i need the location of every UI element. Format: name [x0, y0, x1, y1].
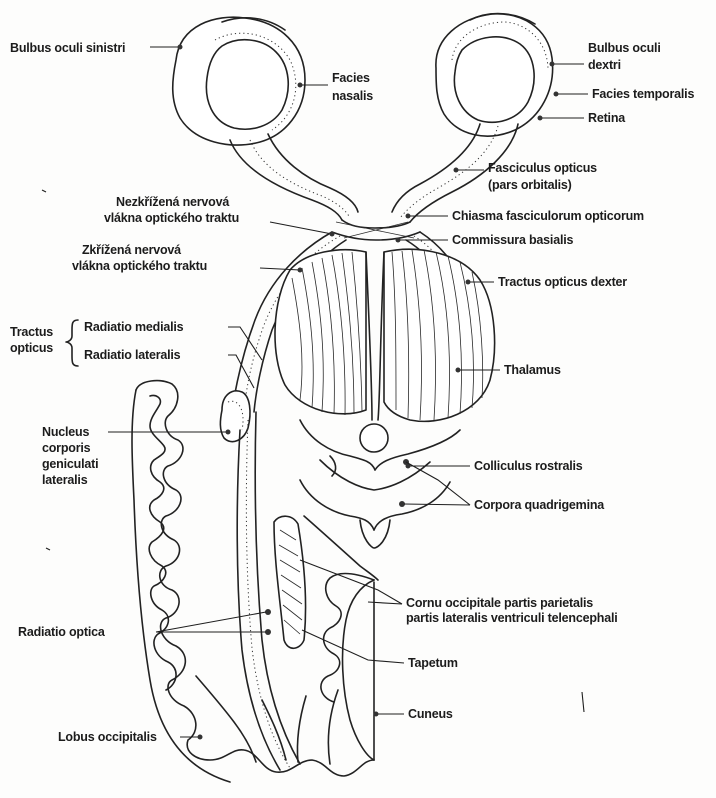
occipital-lobe: [132, 381, 378, 782]
label-bulbus-sinistri: Bulbus oculi sinistri: [10, 41, 125, 55]
label-radiatio-medialis: Radiatio medialis: [84, 320, 184, 334]
thalamus: [275, 249, 495, 421]
label-tapetum: Tapetum: [408, 656, 458, 670]
label-chiasma: Chiasma fasciculorum opticorum: [452, 209, 644, 223]
label-bulbus-dextri-2: dextri: [588, 58, 621, 72]
label-nucleus-4: lateralis: [42, 473, 88, 487]
label-fasciculus-2: (pars orbitalis): [488, 178, 572, 192]
lateral-geniculate: [220, 391, 250, 442]
label-nezkrizena-1: Nezkřížená nervová: [116, 195, 229, 209]
label-radiatio-lateralis: Radiatio lateralis: [84, 348, 181, 362]
label-tractus-opticus-2: opticus: [10, 341, 53, 355]
label-tractus-opticus-1: Tractus: [10, 325, 53, 339]
label-fasciculus-1: Fasciculus opticus: [488, 161, 597, 175]
label-facies-nasalis-1: Facies: [332, 71, 370, 85]
label-tractus-dexter: Tractus opticus dexter: [498, 275, 627, 289]
label-corpora: Corpora quadrigemina: [474, 498, 605, 512]
label-facies-temporalis: Facies temporalis: [592, 87, 694, 101]
right-eyeball: [436, 14, 553, 136]
label-cornu-1: Cornu occipitale partis parietalis: [406, 596, 593, 610]
label-bulbus-dextri-1: Bulbus oculi: [588, 41, 661, 55]
label-facies-nasalis-2: nasalis: [332, 89, 373, 103]
chiasma: [332, 220, 420, 240]
label-thalamus: Thalamus: [504, 363, 561, 377]
label-retina: Retina: [588, 111, 626, 125]
label-nucleus-2: corporis: [42, 441, 91, 455]
label-nucleus-1: Nucleus: [42, 425, 89, 439]
label-cornu-2: partis lateralis ventriculi telencephali: [406, 611, 618, 625]
left-eyeball: [173, 17, 305, 145]
optic-nerves: [230, 124, 518, 222]
label-zkrizena-1: Zkřížená nervová: [82, 243, 181, 257]
label-radiatio-optica: Radiatio optica: [18, 625, 106, 639]
label-commissura: Commissura basialis: [452, 233, 574, 247]
label-colliculus: Colliculus rostralis: [474, 459, 583, 473]
label-zkrizena-2: vlákna optického traktu: [72, 259, 207, 273]
label-cuneus: Cuneus: [408, 707, 453, 721]
label-nucleus-3: geniculati: [42, 457, 98, 471]
label-lobus: Lobus occipitalis: [58, 730, 157, 744]
label-nezkrizena-2: vlákna optického traktu: [104, 211, 239, 225]
